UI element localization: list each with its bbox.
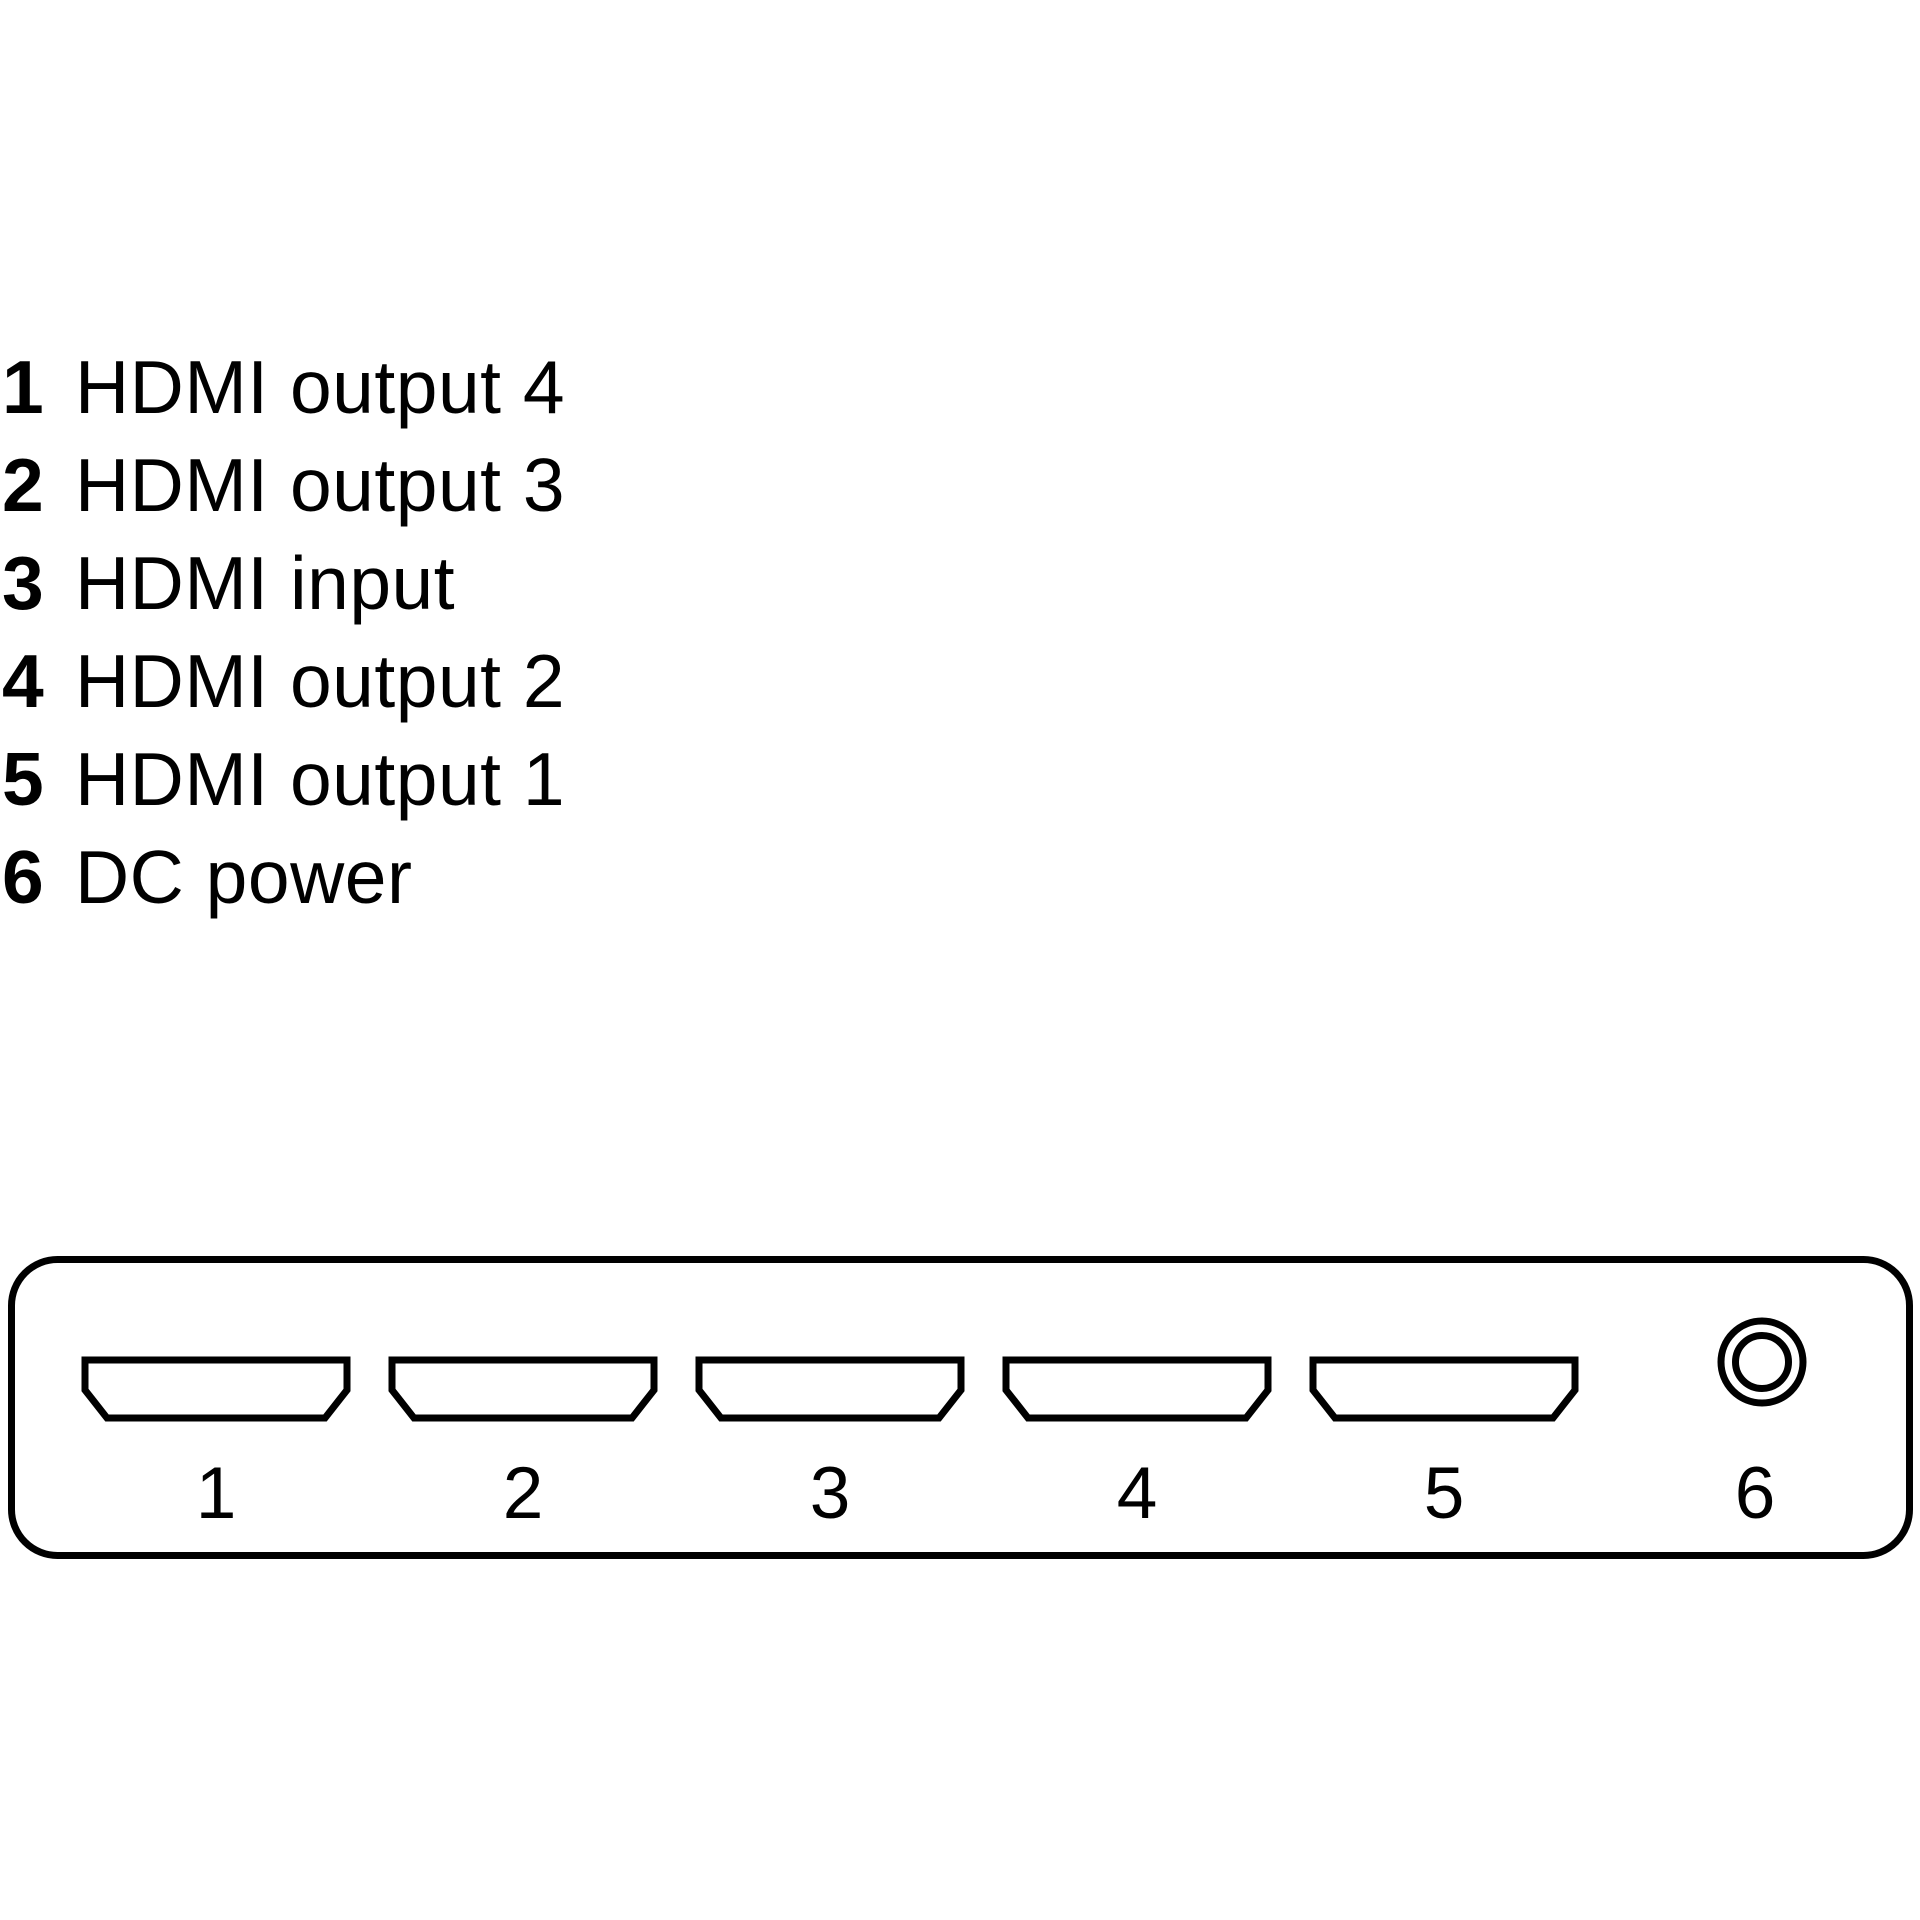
port-number-label-1: 1: [196, 1453, 237, 1534]
hdmi-port-5: [1309, 1356, 1579, 1422]
legend-item-label: DC power: [75, 835, 413, 919]
legend-item-1: 1 HDMI output 4: [2, 338, 565, 436]
hdmi-port-2: [388, 1356, 658, 1422]
hdmi-port-3: [695, 1356, 965, 1422]
port-number-label-5: 5: [1424, 1453, 1465, 1534]
port-number-label-6: 6: [1735, 1453, 1776, 1534]
legend-item-label: HDMI output 4: [75, 345, 566, 429]
legend-item-number: 6: [2, 835, 45, 919]
port-legend: 1 HDMI output 4 2 HDMI output 3 3 HDMI i…: [2, 338, 565, 926]
legend-item-number: 5: [2, 737, 45, 821]
legend-item-number: 1: [2, 345, 45, 429]
legend-item-label: HDMI output 3: [75, 443, 566, 527]
legend-item-5: 5 HDMI output 1: [2, 730, 565, 828]
legend-item-number: 3: [2, 541, 45, 625]
legend-item-6: 6 DC power: [2, 828, 565, 926]
hdmi-port-4: [1002, 1356, 1272, 1422]
legend-item-3: 3 HDMI input: [2, 534, 565, 632]
legend-item-4: 4 HDMI output 2: [2, 632, 565, 730]
legend-item-label: HDMI output 2: [75, 639, 566, 723]
port-number-label-4: 4: [1117, 1453, 1158, 1534]
hdmi-port-1: [81, 1356, 351, 1422]
port-number-label-3: 3: [810, 1453, 851, 1534]
dc-power-jack-inner-ring: [1732, 1332, 1792, 1392]
legend-item-number: 4: [2, 639, 45, 723]
legend-item-label: HDMI input: [75, 541, 456, 625]
legend-item-2: 2 HDMI output 3: [2, 436, 565, 534]
legend-item-label: HDMI output 1: [75, 737, 566, 821]
port-number-label-2: 2: [503, 1453, 544, 1534]
device-panel-outline: [8, 1256, 1913, 1559]
legend-item-number: 2: [2, 443, 45, 527]
